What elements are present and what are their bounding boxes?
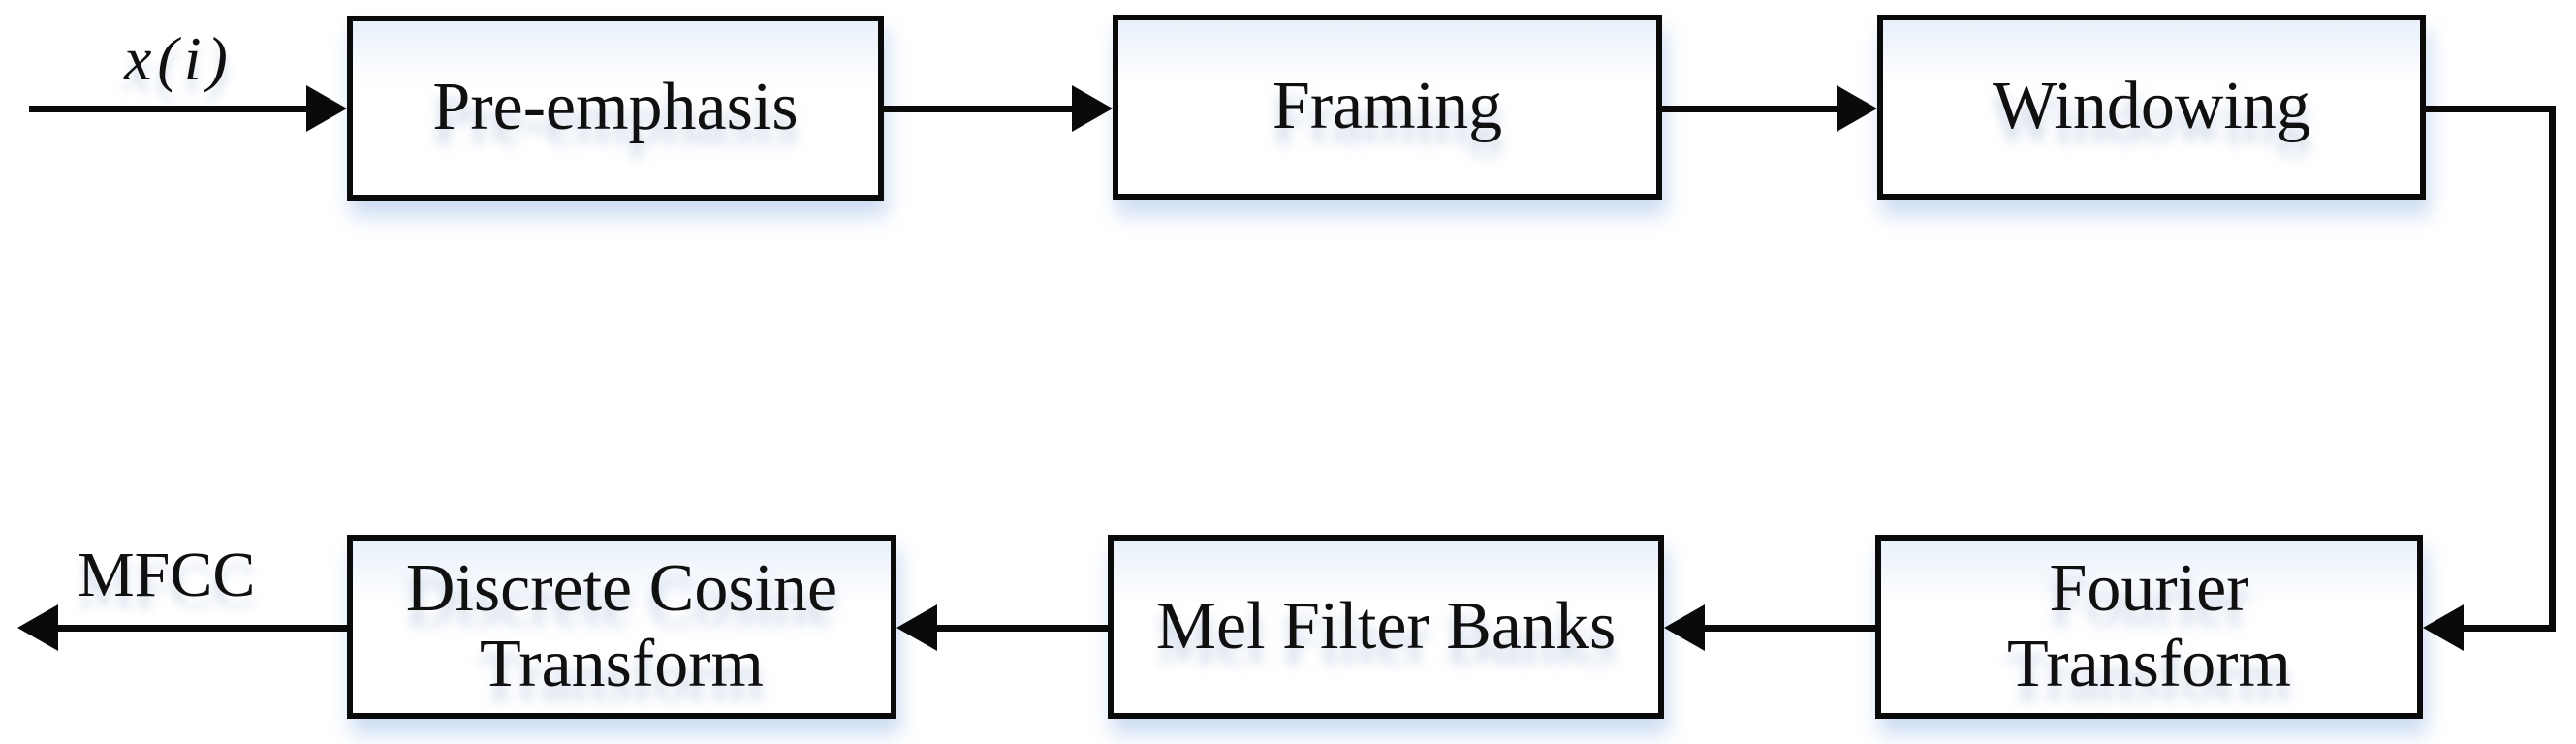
arrowhead-framing-windowing-icon [1837, 85, 1877, 132]
edge-windowing-fourier-vertical-line [2549, 106, 2556, 632]
arrowhead-fourier-mel-icon [1664, 604, 1705, 651]
node-windowing: Windowing [1877, 15, 2426, 200]
input-signal-label: x(i) [124, 24, 234, 93]
node-pre-emphasis: Pre-emphasis [347, 16, 884, 201]
arrowhead-input-icon [306, 85, 347, 132]
edge-windowing-fourier-bottom-line [2460, 625, 2556, 632]
edge-input-line [29, 106, 308, 112]
node-discrete-cosine-transform: Discrete Cosine Transform [347, 535, 896, 719]
edge-output-line [54, 625, 347, 632]
output-mfcc-label: MFCC [78, 540, 256, 610]
arrowhead-preemphasis-framing-icon [1072, 85, 1113, 132]
node-mel-filter-banks: Mel Filter Banks [1108, 535, 1664, 719]
edge-fourier-mel-line [1701, 625, 1875, 632]
edge-framing-windowing-line [1662, 106, 1838, 112]
edge-windowing-fourier-top-line [2423, 106, 2556, 112]
edge-preemphasis-framing-line [884, 106, 1074, 112]
node-fourier-transform: Fourier Transform [1875, 535, 2423, 719]
node-framing: Framing [1113, 15, 1662, 200]
arrowhead-output-icon [17, 604, 58, 651]
edge-mel-dct-line [933, 625, 1108, 632]
arrowhead-mel-dct-icon [896, 604, 937, 651]
arrowhead-windowing-fourier-icon [2423, 604, 2464, 651]
